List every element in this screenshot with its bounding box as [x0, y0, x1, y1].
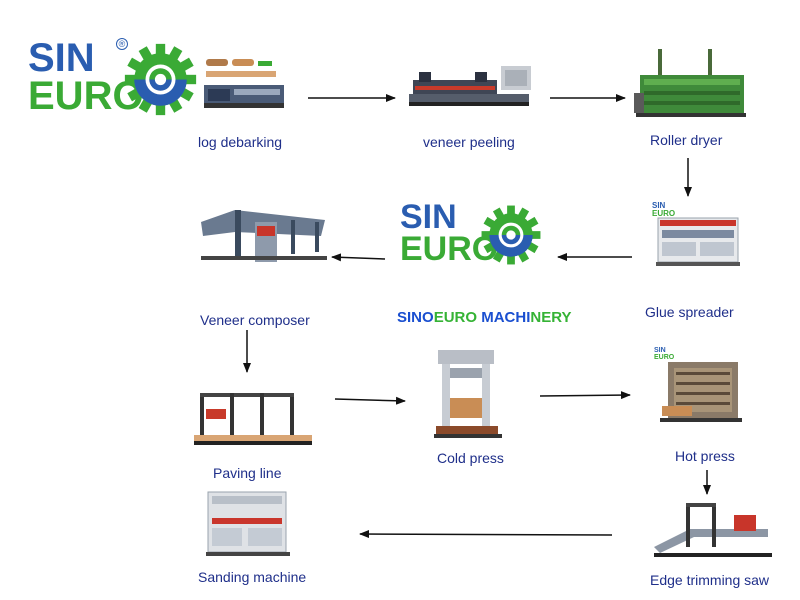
arrow-trimming-to-sanding — [359, 530, 613, 539]
log-debarking-machine-image — [204, 59, 284, 108]
brand-part1: SINO — [397, 309, 434, 326]
veneer-composer-machine-image — [201, 210, 327, 262]
arrow-cold-to-hot — [539, 391, 631, 400]
label-cold-press: Cold press — [437, 450, 504, 466]
hot-press-machine-image: SIN EURO — [654, 347, 742, 422]
paving-line-machine-image — [194, 393, 312, 445]
arrow-paving-to-cold — [334, 396, 406, 405]
svg-text:SIN: SIN — [654, 347, 666, 354]
svg-text:EURO: EURO — [654, 354, 675, 361]
label-glue-spreader: Glue spreader — [645, 304, 734, 320]
label-veneer-peeling: veneer peeling — [423, 134, 515, 150]
label-log-debarking: log debarking — [198, 134, 283, 150]
label-roller-dryer: Roller dryer — [650, 132, 723, 148]
label-sanding-machine: Sanding machine — [198, 569, 307, 585]
gear-icon — [124, 43, 197, 116]
veneer-peeling-machine-image — [409, 66, 531, 106]
label-edge-trimming-saw: Edge trimming saw — [650, 572, 770, 588]
cold-press-machine-image — [434, 350, 502, 438]
label-paving-line: Paving line — [213, 465, 282, 481]
edge-trimming-saw-machine-image — [654, 503, 772, 557]
roller-dryer-machine-image — [634, 49, 746, 117]
sinoeuro-logo-center: SIN EURO — [400, 200, 550, 270]
svg-text:EURO: EURO — [652, 209, 675, 218]
sinoeuro-logo-top: SIN EURO ® — [28, 38, 198, 118]
svg-text:SIN: SIN — [652, 201, 666, 210]
registered-mark: ® — [116, 38, 128, 50]
logo-top-line2: EURO — [28, 74, 144, 118]
label-veneer-composer: Veneer composer — [200, 312, 310, 328]
label-hot-press: Hot press — [675, 448, 735, 464]
gear-icon — [481, 205, 541, 265]
arrow-logo-to-composer — [331, 253, 386, 262]
brand-text: SINOEURO MACHINERY — [397, 309, 571, 326]
brand-part2: EURO — [433, 309, 478, 326]
logo-center-line1: SIN — [400, 198, 457, 236]
logo-top-line1: SIN — [28, 36, 95, 80]
brand-part3: MACHI — [477, 309, 531, 326]
brand-part4: NERY — [530, 309, 572, 326]
glue-spreader-machine-image: SIN EURO — [652, 201, 740, 266]
sanding-machine-image — [206, 491, 290, 556]
